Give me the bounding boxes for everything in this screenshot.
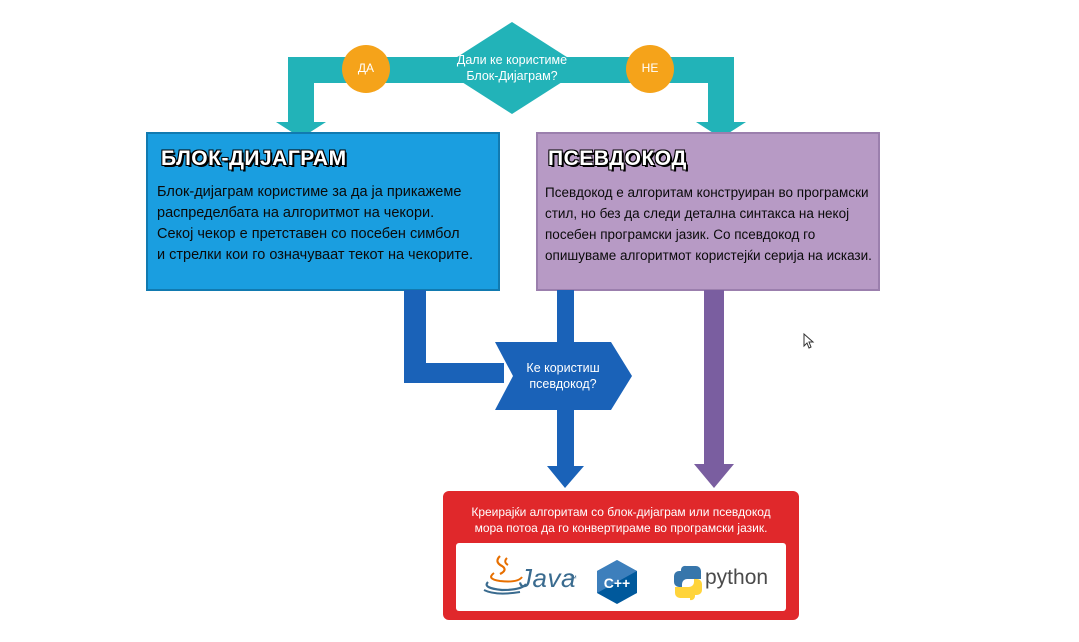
decision-mid-text: Ке користиш псевдокод? xyxy=(510,360,616,392)
flowchart-body: Блок-дијаграм користиме за да ја прикаже… xyxy=(157,184,473,263)
java-logo-text: Java xyxy=(519,563,576,593)
arrow-down-purple-icon xyxy=(694,464,734,488)
yes-label: ДА xyxy=(357,61,375,75)
arrow-down-blue-icon xyxy=(547,466,584,488)
mouse-cursor-icon xyxy=(803,332,815,349)
result-line2: мора потоа да го конвертираме во програм… xyxy=(474,521,768,535)
python-logo-text: python xyxy=(705,566,769,589)
pseudocode-title: ПСЕВДОКОД xyxy=(548,147,687,170)
flowchart-to-decision-arrow xyxy=(404,290,504,383)
decision-top-line2: Блок-Дијаграм? xyxy=(466,69,558,83)
no-circle xyxy=(626,45,674,93)
no-label: НЕ xyxy=(641,61,659,75)
flowchart-box xyxy=(146,132,500,291)
arrow-to-pseudocode-icon xyxy=(696,122,746,138)
cpp-logo-text: C++ xyxy=(604,575,630,591)
decision-diamond-top xyxy=(440,22,584,114)
yes-circle xyxy=(342,45,390,93)
java-logo-icon xyxy=(483,555,527,595)
flowchart-title: БЛОК-ДИЈАГРАМ xyxy=(161,147,347,170)
pseudocode-body: Псевдокод е алгоритам конструиран во про… xyxy=(545,185,872,263)
decision-shape-mid xyxy=(495,342,632,410)
decision-to-result-arrow xyxy=(547,290,584,488)
result-line1: Креирајќи алгоритам со блок-дијаграм или… xyxy=(471,505,771,519)
decision-top-text: Дали ке користиме Блок-Дијаграм? xyxy=(440,52,584,84)
decision-top-line1: Дали ке користиме xyxy=(456,53,568,67)
pseudocode-to-result-arrow xyxy=(694,290,734,488)
cpp-logo-icon: C++ xyxy=(597,560,637,604)
java-trademark: ™ xyxy=(569,574,577,583)
arrow-to-flowchart-icon xyxy=(276,122,326,138)
python-logo-icon xyxy=(674,565,702,601)
decision-mid-line2: псевдокод? xyxy=(529,377,597,391)
decision-mid-line1: Ке користиш xyxy=(526,361,600,375)
result-text: Креирајќи алгоритам со блок-дијаграм или… xyxy=(443,504,799,536)
